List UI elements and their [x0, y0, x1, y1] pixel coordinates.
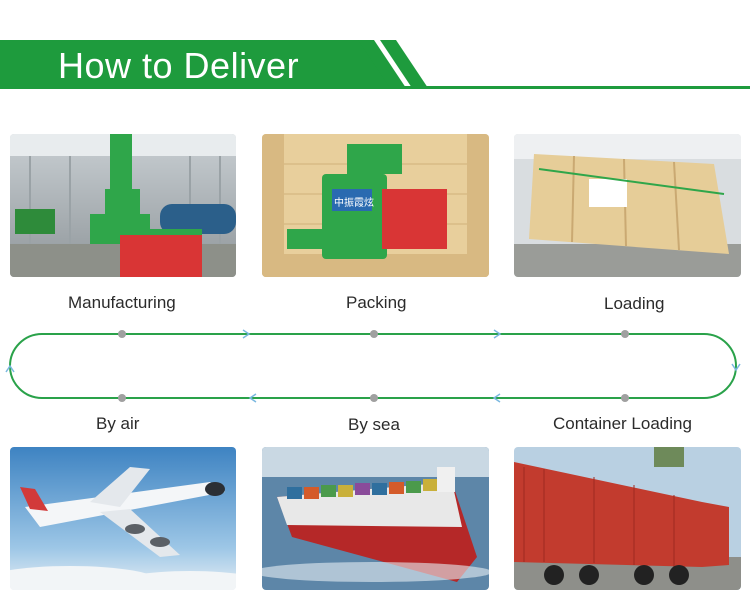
chinese-brand-text: 中振霞炫	[334, 196, 374, 209]
page-title: How to Deliver	[58, 45, 300, 86]
delivery-flow-loop	[0, 320, 750, 410]
flow-node	[118, 394, 126, 402]
header-banner: How to Deliver	[0, 0, 750, 100]
step-label-by-sea: By sea	[348, 415, 400, 434]
arrow-left-icon	[492, 393, 501, 403]
step-label-container-loading: Container Loading	[553, 414, 692, 433]
step-label-loading: Loading	[604, 294, 665, 313]
step-label-packing: Packing	[346, 293, 407, 312]
flow-line	[9, 333, 737, 399]
packing-photo: 中振霞炫	[262, 134, 489, 277]
arrow-left-icon	[248, 393, 257, 403]
by-sea-photo	[262, 447, 489, 590]
by-air-photo	[10, 447, 236, 590]
flow-arrows	[5, 329, 741, 403]
flow-node	[370, 330, 378, 338]
flow-nodes	[118, 330, 629, 402]
arrow-right-icon	[242, 329, 251, 339]
step-label-by-air: By air	[96, 414, 140, 433]
step-label-manufacturing: Manufacturing	[68, 293, 176, 312]
flow-node	[621, 330, 629, 338]
arrow-up-icon	[5, 364, 15, 373]
flow-node	[370, 394, 378, 402]
arrow-right-icon	[493, 329, 502, 339]
manufacturing-photo	[10, 134, 236, 277]
arrow-down-icon	[731, 363, 741, 372]
flow-node	[621, 394, 629, 402]
header-banner-shape	[0, 40, 750, 89]
container-loading-photo	[514, 447, 741, 590]
loading-photo	[514, 134, 741, 277]
flow-node	[118, 330, 126, 338]
